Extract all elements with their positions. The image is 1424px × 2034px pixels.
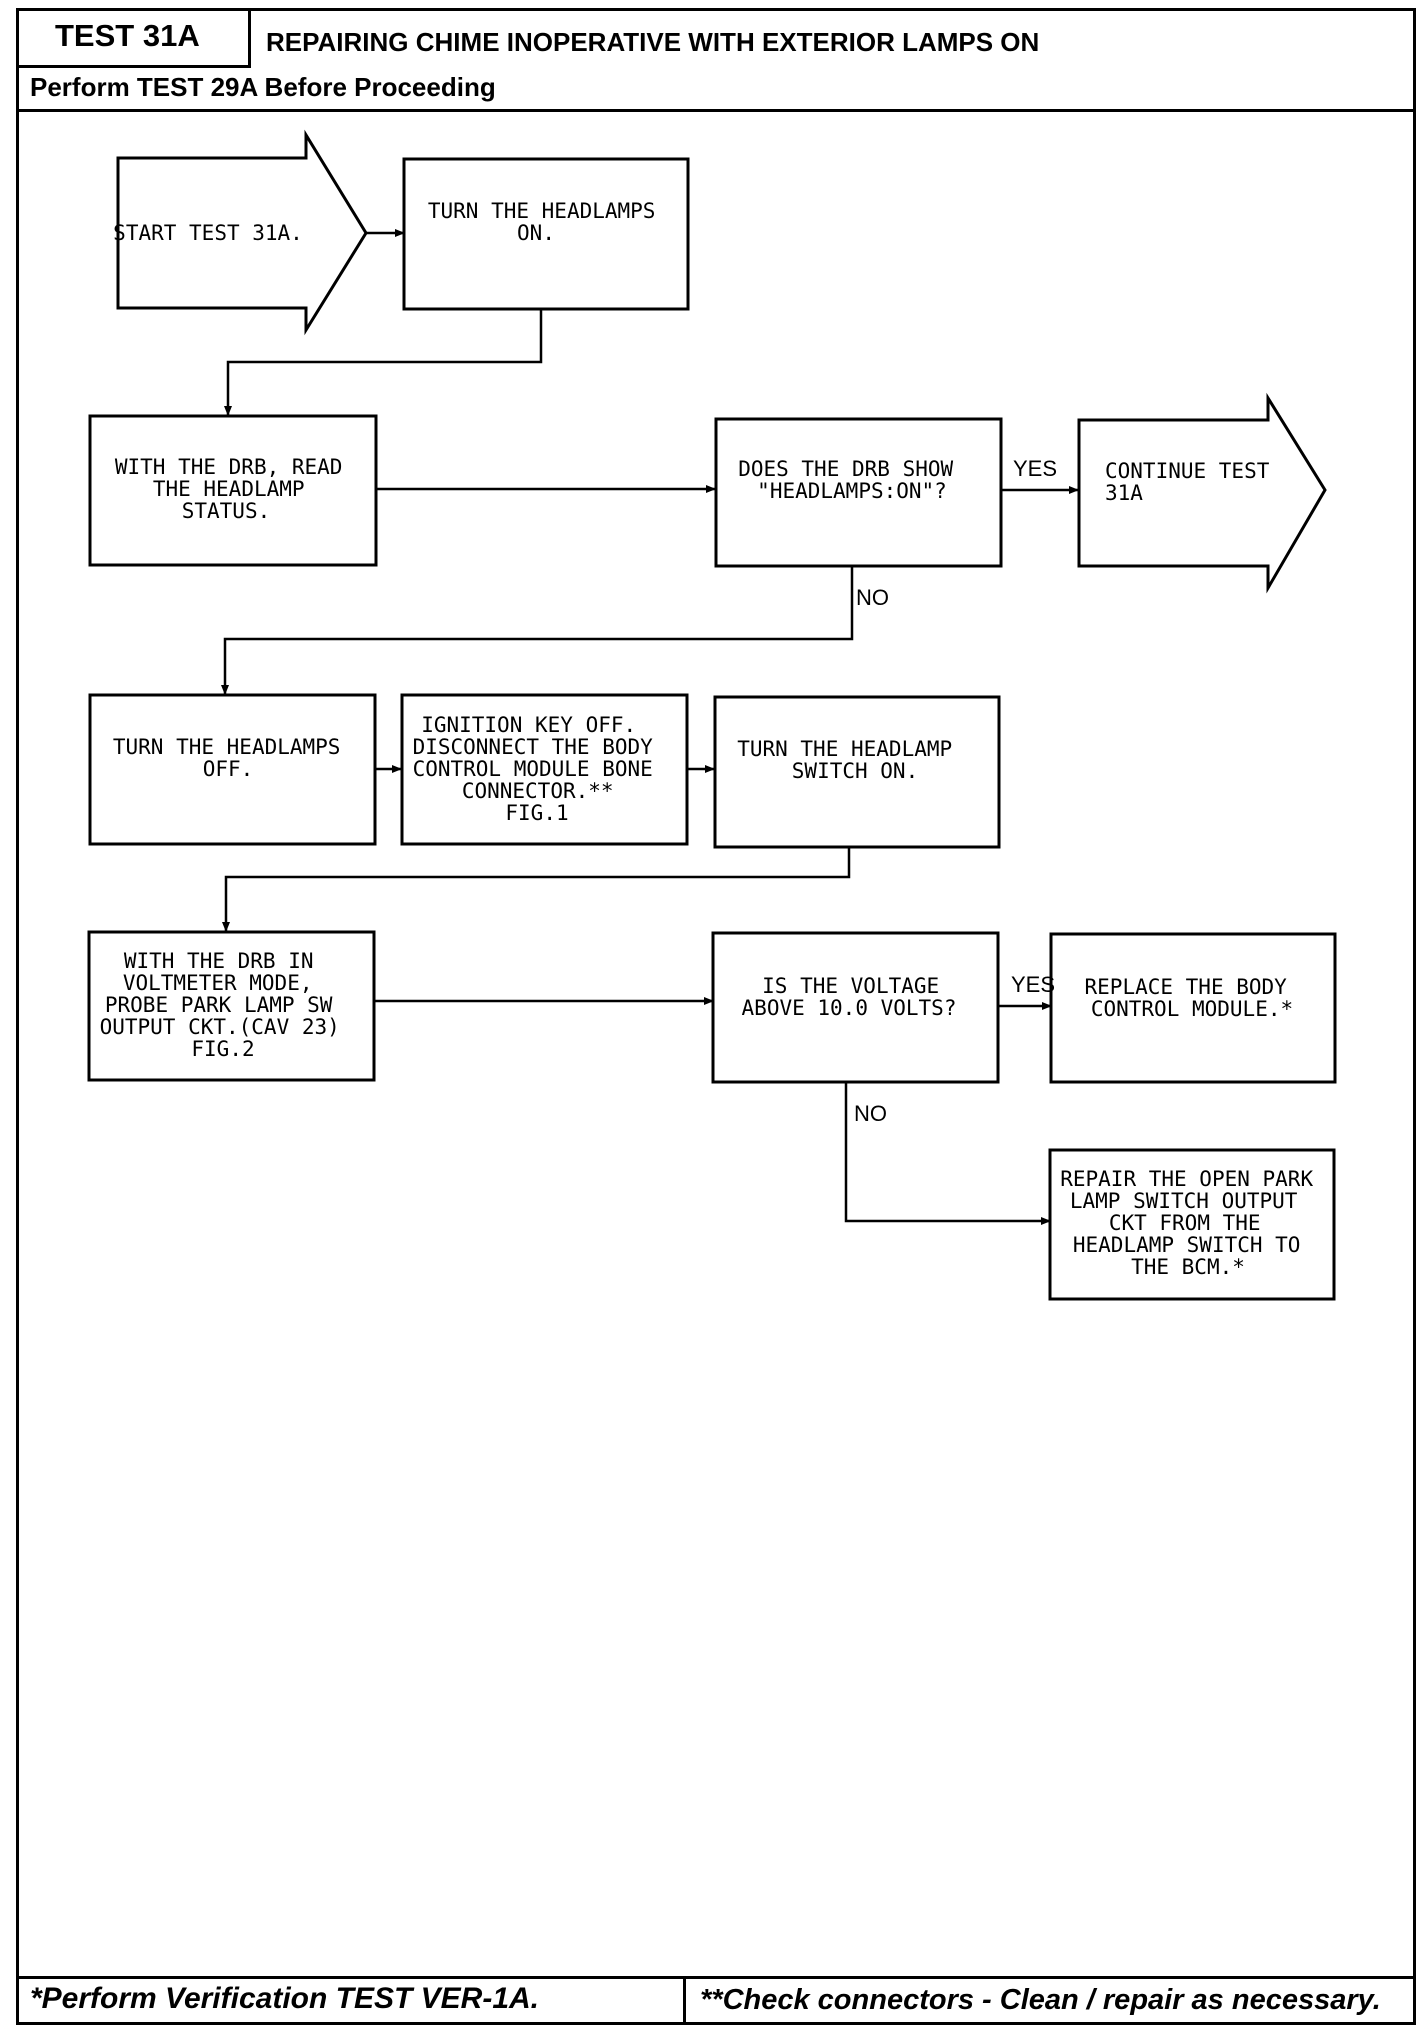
- page-title: REPAIRING CHIME INOPERATIVE WITH EXTERIO…: [266, 27, 1040, 57]
- footer-divider: [683, 1976, 686, 2025]
- replace-label: REPLACE THE BODY CONTROL MODULE.*: [1085, 975, 1300, 1021]
- repair-box: [1048, 1148, 1336, 1301]
- edge-label-no-2: NO: [854, 1101, 887, 1126]
- headlamps-off-box: [88, 693, 377, 846]
- connector-switch-on-to-voltmeter: [222, 847, 851, 932]
- drb-show-label: DOES THE DRB SHOW "HEADLAMPS:ON"?: [738, 457, 966, 503]
- start-arrow-shape: [116, 129, 368, 336]
- ignition-box: [400, 693, 689, 846]
- replace-box: [1049, 932, 1337, 1084]
- start-label: START TEST 31A.: [113, 221, 303, 245]
- switch-on-label: TURN THE HEADLAMP SWITCH ON.: [737, 737, 965, 783]
- headlamps-off-label: TURN THE HEADLAMPS OFF.: [113, 735, 353, 781]
- headlamps-on-label: TURN THE HEADLAMPS ON.: [428, 199, 668, 245]
- continue-label: CONTINUE TEST 31A: [1105, 459, 1282, 505]
- verification-note: *Perform Verification TEST VER-1A.: [30, 1982, 540, 2015]
- footer-frame: [16, 1976, 1416, 2025]
- voltmeter-box: [87, 930, 376, 1082]
- edge-label-no-1: NO: [856, 585, 889, 610]
- voltage-box: [711, 931, 1000, 1084]
- connector-drb-show-to-headlamps-off: [221, 566, 854, 695]
- edge-label-yes-1: YES: [1013, 456, 1057, 481]
- headlamps-on-box: [402, 157, 690, 311]
- continue-arrow-shape: [1077, 392, 1327, 594]
- test-id-box: [16, 8, 251, 68]
- drb-show-box: [714, 417, 1003, 568]
- prerequisite-note: Perform TEST 29A Before Proceeding: [30, 72, 496, 102]
- edge-label-yes-2: YES: [1011, 972, 1055, 997]
- repair-label: REPAIR THE OPEN PARK LAMP SWITCH OUTPUT …: [1060, 1167, 1326, 1279]
- voltmeter-label: WITH THE DRB IN VOLTMETER MODE, PROBE PA…: [100, 949, 353, 1061]
- read-status-box: [88, 414, 378, 567]
- test-id: TEST 31A: [55, 18, 200, 53]
- connector-voltage-to-repair: [844, 1082, 1051, 1225]
- connector-headlamps-on-to-read-status: [224, 309, 543, 416]
- switch-on-box: [713, 695, 1001, 849]
- read-status-label: WITH THE DRB, READ THE HEADLAMP STATUS.: [115, 455, 355, 523]
- voltage-label: IS THE VOLTAGE ABOVE 10.0 VOLTS?: [742, 974, 957, 1020]
- connectors-note: **Check connectors - Clean / repair as n…: [700, 1984, 1381, 2016]
- ignition-label: IGNITION KEY OFF. DISCONNECT THE BODY CO…: [413, 713, 666, 825]
